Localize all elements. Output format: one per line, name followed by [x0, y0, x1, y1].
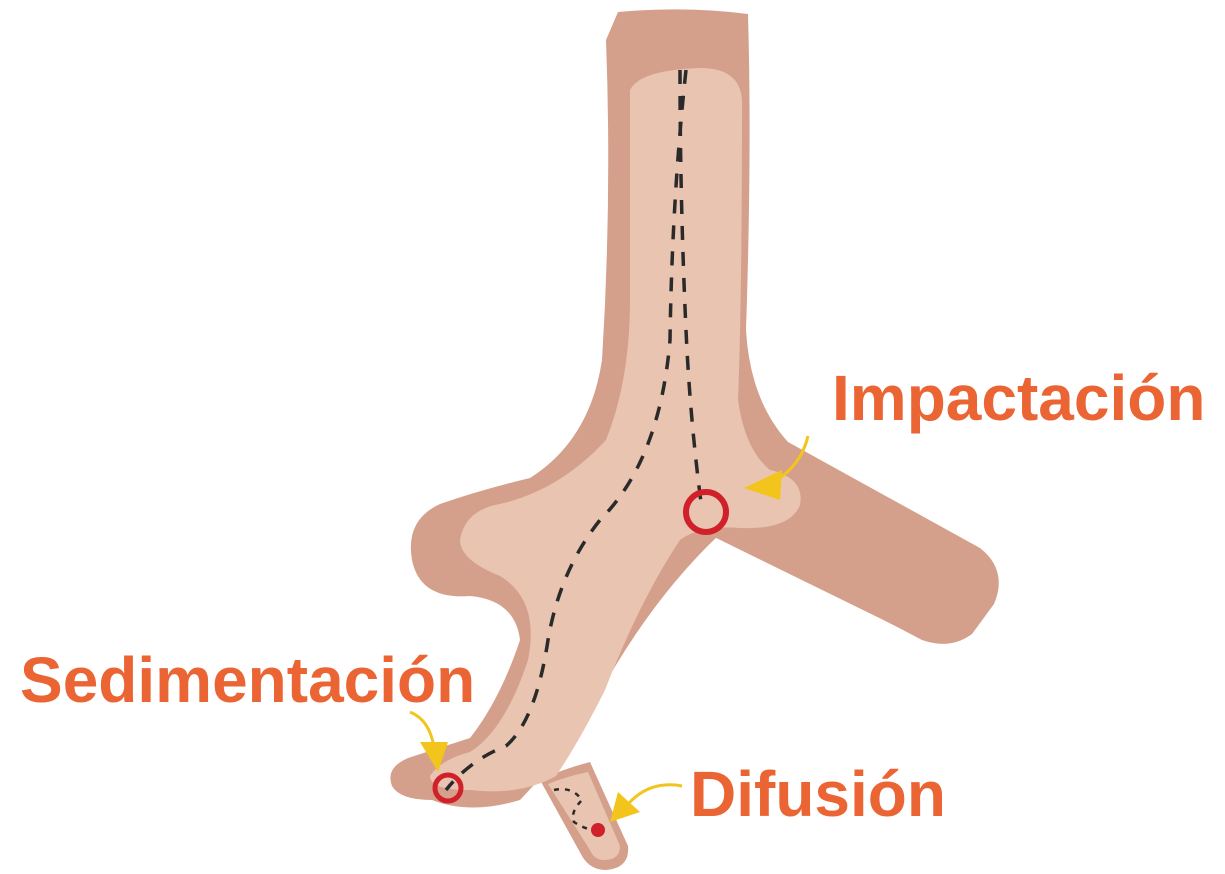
diffusion-arrow-stem [628, 785, 682, 804]
sedimentation-label: Sedimentación [20, 648, 475, 712]
diffusion-label: Difusión [690, 762, 946, 826]
impaction-label: Impactación [832, 366, 1205, 430]
diffusion-marker [591, 823, 605, 837]
